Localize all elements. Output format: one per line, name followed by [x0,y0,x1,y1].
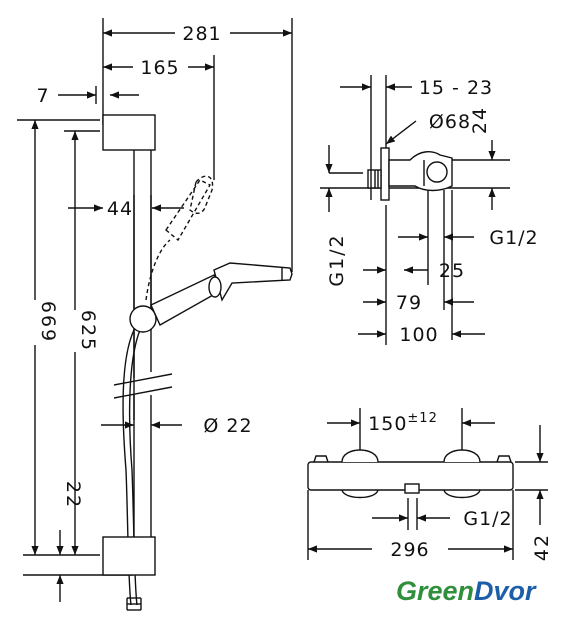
dim-front-connection: G1/2 [489,227,538,249]
valve-side-view [320,75,510,345]
dim-body-depth-25: 25 [439,260,465,282]
dim-valve-height: 24 [469,106,491,134]
dim-total-width: 281 [182,23,221,45]
brand-logo-part1: Green [396,576,474,606]
brand-logo-part2: Dvor [474,576,537,606]
dim-bottom-offset: 22 [62,481,84,509]
dim-rail-diameter: Ø 22 [203,415,252,437]
dim-body-width: 296 [390,539,429,561]
dim-wall-offset: 7 [36,85,49,107]
dim-bar-spacing: 625 [77,310,99,352]
dim-center-distance: 150±12 [368,411,438,435]
dim-arm-reach: 165 [140,57,179,79]
dim-bottom-connection: G1/2 [463,508,512,530]
brand-logo: GreenDvor [396,576,537,606]
dim-rosette-diameter: Ø68 [429,111,471,133]
shower-rail-view [17,18,293,611]
valve-front-view [307,408,548,560]
dimension-labels: 281 165 7 44 669 625 22 Ø 22 15 - 23 Ø68… [36,23,553,561]
dim-body-depth-79: 79 [396,292,422,314]
dim-body-height: 42 [531,533,553,561]
dim-holder-offset: 44 [107,198,133,220]
dim-valve-depth: 15 - 23 [419,77,493,99]
dim-side-connection: G1/2 [326,233,348,286]
dim-bar-length: 669 [37,301,59,343]
dim-body-depth-100: 100 [399,324,438,346]
